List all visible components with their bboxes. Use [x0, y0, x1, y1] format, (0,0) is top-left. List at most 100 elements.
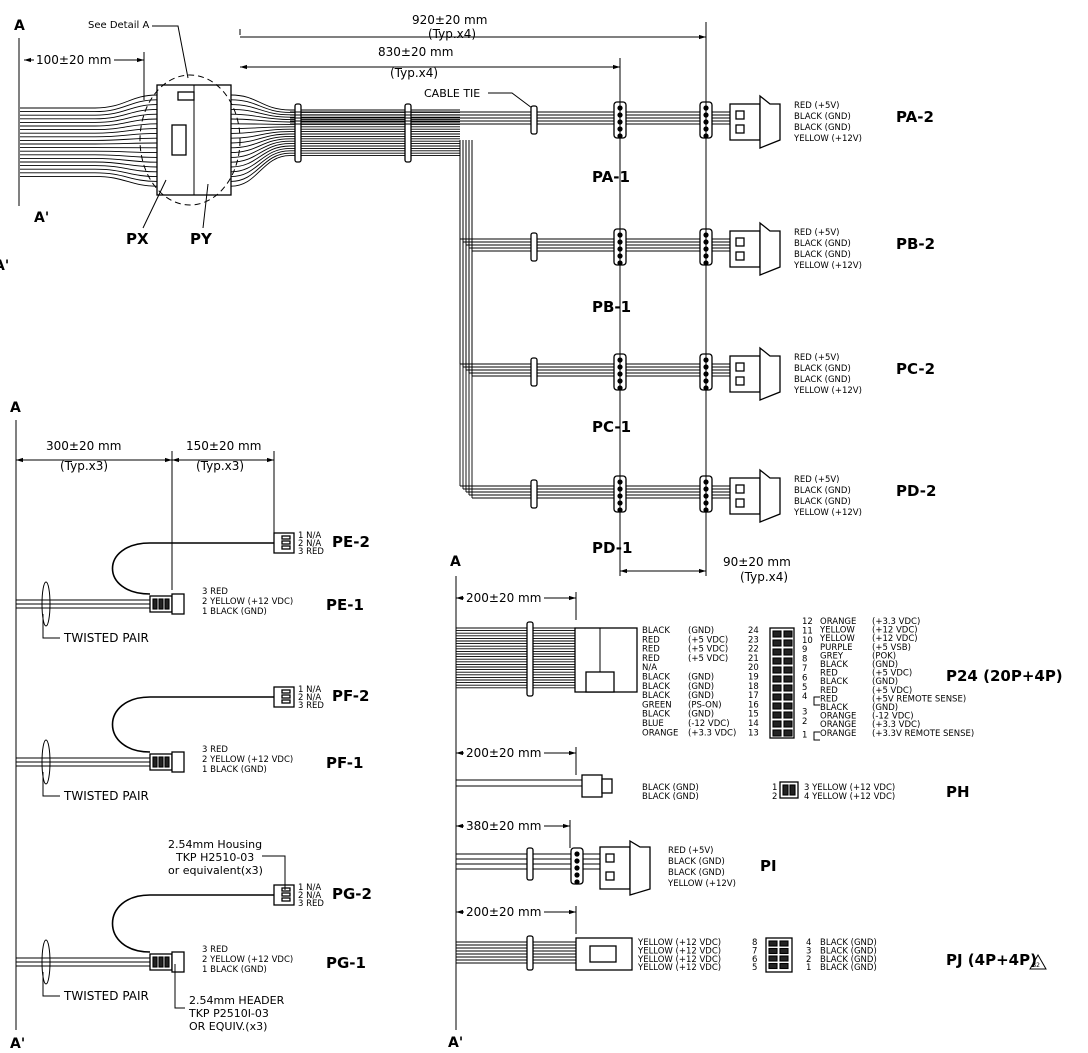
main-wire	[230, 143, 291, 163]
dim-150-typ: (Typ.x3)	[196, 459, 244, 473]
dim-300-typ: (Typ.x3)	[60, 459, 108, 473]
pj-label: PJ (4P+4P)	[946, 951, 1037, 969]
cable-tie	[294, 103, 302, 163]
pi-inline-pin	[574, 872, 580, 878]
cable-tie	[404, 103, 412, 163]
main-wire	[230, 145, 291, 168]
p24-left-value: (GND)	[688, 673, 714, 683]
dim-150-label: 150±20 mm	[186, 439, 261, 453]
p24-pin	[772, 702, 782, 710]
pj-left-label: YELLOW (+12 VDC)	[637, 946, 721, 956]
p24-left-value: (+5 VDC)	[688, 645, 728, 655]
p24-right-name: BLACK	[820, 703, 848, 713]
main-connector-latch	[171, 124, 187, 156]
fan-near-pin-label: 1 BLACK (GND)	[202, 765, 267, 775]
main-wire	[230, 135, 291, 149]
p24-pin	[772, 729, 782, 737]
fan-pin	[164, 756, 170, 768]
p24-left-name: BLACK	[642, 682, 670, 692]
main-connector-tab	[177, 91, 195, 101]
main-wire	[230, 94, 291, 111]
molex-plug-shroud	[759, 94, 781, 149]
molex-near-label: PD-1	[592, 539, 632, 557]
fan-near-pin-label: 1 BLACK (GND)	[202, 607, 267, 617]
fan-far-pin-label: 2 N/A	[298, 891, 321, 901]
molex-pin-label: BLACK (GND)	[794, 239, 851, 249]
p24-right-value: (GND)	[872, 703, 898, 713]
p24-pin	[783, 657, 793, 665]
fan-header-right	[171, 751, 185, 773]
dimension-380-label: 380±20 mm	[466, 819, 541, 833]
p24-left-name: BLUE	[642, 719, 664, 729]
dimension-200c-bg	[464, 904, 544, 918]
molex-plug-pin	[735, 498, 745, 508]
main-wire	[94, 108, 158, 120]
pi-pin-label: RED (+5V)	[668, 846, 714, 856]
dimension-200b-label: 200±20 mm	[466, 746, 541, 760]
fan-far-pin-label: 3 RED	[298, 701, 324, 711]
ph-latch	[601, 778, 613, 794]
ph-num: 2	[772, 792, 777, 802]
ph-num: 1	[772, 783, 777, 793]
twisted-pair-marker	[41, 739, 51, 785]
pj-pin	[779, 947, 789, 955]
molex-far-label: PB-2	[896, 235, 935, 253]
section-a-left: A	[10, 400, 21, 416]
main-wire	[94, 132, 158, 138]
fan-near-label: PF-1	[326, 754, 363, 772]
fan-far-label: PG-2	[332, 885, 372, 903]
pj-pin	[779, 940, 789, 947]
p24-right-value: (-12 VDC)	[872, 712, 914, 722]
pi-label: PI	[760, 857, 777, 875]
p24-left-value: (GND)	[688, 682, 714, 692]
molex-near-label: PB-1	[592, 298, 631, 316]
pi-plug-pin	[605, 853, 615, 863]
p24-left-num: 15	[748, 710, 759, 720]
p24-left-num: 21	[748, 654, 759, 664]
main-wire	[230, 108, 291, 118]
p24-left-num: 17	[748, 691, 759, 701]
p24-left-value: (GND)	[688, 691, 714, 701]
pj-right-label: BLACK (GND)	[820, 938, 877, 948]
main-wire	[94, 157, 158, 163]
main-wire	[94, 175, 158, 187]
p24-right-num: 11	[802, 626, 813, 636]
pj-left-label: YELLOW (+12 VDC)	[637, 938, 721, 948]
section-a-prime-top: A'	[34, 210, 49, 226]
molex-near-label: PC-1	[592, 418, 631, 436]
p24-right-num: 12	[802, 617, 813, 627]
p24-right-name: GREY	[820, 651, 844, 661]
main-wire	[94, 128, 158, 134]
pj-left-num: 6	[752, 955, 757, 965]
p24-right-num: 5	[802, 683, 807, 693]
p24-left-num: 18	[748, 682, 759, 692]
fan-pin	[158, 756, 164, 768]
ph-right-label: 3 YELLOW (+12 VDC)	[804, 783, 895, 793]
pj-pin	[768, 962, 778, 970]
molex-pin-label: BLACK (GND)	[794, 497, 851, 507]
twisted-pair-leader	[42, 772, 60, 797]
dimension-200c-label: 200±20 mm	[466, 905, 541, 919]
cable-tie-leader	[488, 92, 533, 109]
molex-branches: RED (+5V)BLACK (GND)BLACK (GND)YELLOW (+…	[290, 94, 936, 575]
p24-right-name: ORANGE	[820, 729, 856, 739]
p24-right-name: YELLOW	[819, 634, 855, 644]
fan-far-pin-label: 2 N/A	[298, 693, 321, 703]
main-wire	[230, 152, 291, 182]
revision-triangle	[1029, 953, 1047, 970]
p24-left-value: (+5 VDC)	[688, 635, 728, 645]
p24-right-num: 8	[802, 655, 807, 665]
fan-far-pin-label: 1 N/A	[298, 883, 321, 893]
pi-plug	[599, 846, 631, 890]
section-a-prime-edge: A'	[0, 258, 9, 274]
fan-far-pin-label: 3 RED	[298, 899, 324, 909]
dim-90-typ: (Typ.x4)	[740, 570, 788, 584]
main-wire	[94, 154, 158, 158]
p24-left-name: BLACK	[642, 626, 670, 636]
p24-pin	[783, 720, 793, 728]
p24-pin	[783, 648, 793, 656]
molex-far-label: PC-2	[896, 360, 935, 378]
dimension-200a-bg	[464, 590, 544, 604]
main-wire	[230, 123, 291, 125]
pj-right-label: BLACK (GND)	[820, 955, 877, 965]
